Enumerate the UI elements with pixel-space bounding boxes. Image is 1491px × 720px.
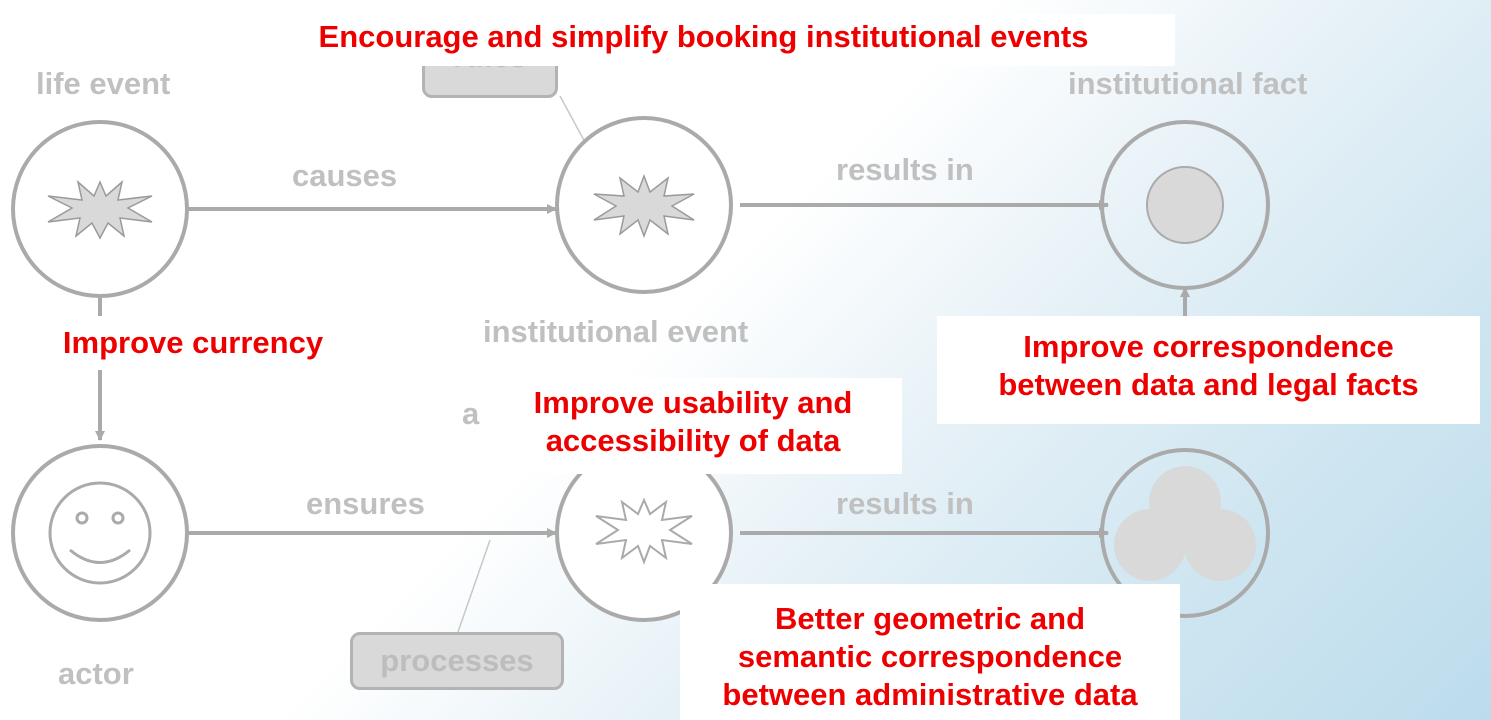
- institutional-event-burst-icon: [593, 173, 695, 239]
- results-in-bottom-label: results in: [836, 486, 974, 521]
- institutional-event-label: institutional event: [483, 314, 749, 349]
- results-in-top-label: results in: [836, 152, 974, 187]
- institutional-fact-label: institutional fact: [1068, 66, 1308, 101]
- processes-tag: processes: [350, 632, 564, 690]
- callout-encourage: Encourage and simplify booking instituti…: [232, 14, 1175, 66]
- activity-partial-label: a: [462, 396, 480, 431]
- callout-usability-line1: Improve usability and: [533, 385, 853, 420]
- data-cluster-icon: [1114, 466, 1256, 581]
- smiley-icon: [48, 481, 152, 585]
- actor-node: [11, 444, 189, 622]
- ensures-label: ensures: [306, 486, 425, 521]
- data-node: [1100, 448, 1270, 618]
- actor-label: actor: [58, 656, 134, 691]
- life-event-label: life event: [36, 66, 171, 101]
- callout-geometric: Better geometric and semantic correspond…: [680, 584, 1180, 720]
- causes-label: causes: [292, 158, 398, 193]
- processes-connector: [457, 539, 491, 633]
- callout-correspondence-line1: Improve correspondence: [1023, 329, 1394, 364]
- callout-usability: Improve usability and accessibility of d…: [484, 378, 902, 474]
- callout-correspondence-line2: between data and legal facts: [998, 367, 1419, 402]
- callout-usability-line2: accessibility of data: [545, 423, 841, 458]
- processes-tag-label: processes: [380, 643, 534, 678]
- callout-geometric-line2: semantic correspondence: [737, 639, 1123, 674]
- life-event-burst-icon: [47, 179, 153, 240]
- callout-geometric-line1: Better geometric and: [774, 601, 1086, 636]
- institutional-event-node: [555, 116, 733, 294]
- callout-currency-text: Improve currency: [62, 325, 324, 360]
- callout-correspondence: Improve correspondence between data and …: [937, 316, 1480, 424]
- life-event-node: [11, 120, 189, 298]
- callout-encourage-text: Encourage and simplify booking instituti…: [318, 19, 1089, 54]
- institutional-fact-node: [1100, 120, 1270, 290]
- rules-connector: [559, 95, 587, 145]
- fact-disk-icon: [1146, 166, 1224, 244]
- callout-geometric-line3: between administrative data: [722, 677, 1138, 712]
- callout-currency: Improve currency: [28, 316, 358, 370]
- activity-burst-icon: [595, 497, 693, 565]
- activity-node: [555, 444, 733, 622]
